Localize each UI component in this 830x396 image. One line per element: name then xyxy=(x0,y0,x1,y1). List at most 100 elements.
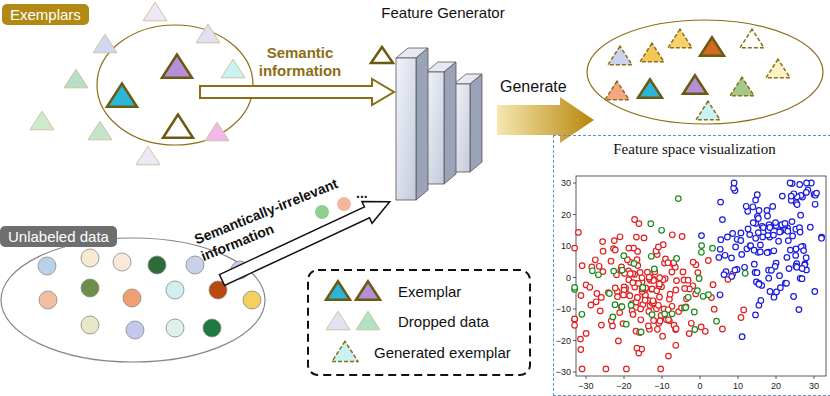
scatter-point xyxy=(766,275,772,281)
scatter-point xyxy=(747,232,753,238)
axis-tick-label: 30 xyxy=(802,380,826,392)
scatter-point xyxy=(634,234,640,240)
x-tick xyxy=(624,376,625,379)
scatter-point xyxy=(742,265,748,271)
axis-tick-label: 30 xyxy=(548,177,571,189)
axis-tick-label: 0 xyxy=(688,380,712,392)
data-point xyxy=(148,256,166,274)
scatter-point xyxy=(799,266,805,272)
scatter-point xyxy=(771,294,777,300)
scatter-point xyxy=(600,239,606,245)
scatter-point xyxy=(782,221,788,227)
data-point xyxy=(81,316,99,334)
scatter-point xyxy=(812,289,818,295)
scatter-point xyxy=(785,228,791,234)
scatter-point xyxy=(583,331,589,337)
x-tick xyxy=(776,376,777,379)
scatter-point xyxy=(593,257,599,263)
scatter-point xyxy=(695,270,701,276)
scatter-point xyxy=(576,230,582,236)
scatter-point xyxy=(741,307,747,313)
triangle xyxy=(356,281,380,300)
scatter-point xyxy=(657,294,663,300)
scatter-point xyxy=(699,233,705,239)
axis-tick-label: −30 xyxy=(574,380,598,392)
scatter-point xyxy=(692,309,698,315)
scatter-point xyxy=(716,255,722,261)
scatter-point xyxy=(650,298,656,304)
scatter-point xyxy=(632,217,638,223)
scatter-point xyxy=(646,323,652,329)
scatter-point xyxy=(613,247,619,253)
scatter-point xyxy=(752,261,758,267)
triangle xyxy=(332,341,358,361)
scatter-point xyxy=(801,248,807,254)
scatter-point xyxy=(611,268,617,274)
triangle xyxy=(605,81,629,100)
scatter-point xyxy=(612,302,618,308)
scatter-point xyxy=(579,366,585,372)
scatter-point xyxy=(656,303,662,309)
scatter-point xyxy=(578,336,584,342)
scatter-point xyxy=(638,329,644,335)
scatter-point xyxy=(729,255,735,261)
scatter-point xyxy=(657,318,663,324)
scatter-point xyxy=(590,268,596,274)
scatter-point xyxy=(739,252,745,258)
scatter-point xyxy=(599,322,605,328)
scatter-point xyxy=(789,219,795,225)
triangle xyxy=(162,55,192,78)
scatter-point xyxy=(634,345,640,351)
generate-arrow xyxy=(497,97,594,143)
scatter-point xyxy=(758,298,764,304)
scatter-point xyxy=(612,285,618,291)
annotation: Semantically-irrelevant information xyxy=(192,160,384,265)
scatter-point xyxy=(626,245,632,251)
triangle xyxy=(30,111,54,130)
scatter-point xyxy=(669,311,675,317)
data-point xyxy=(38,257,56,275)
scatter-points xyxy=(572,180,825,372)
scatter-point xyxy=(794,265,800,271)
annotation: ... xyxy=(356,187,368,199)
scatter-point xyxy=(753,312,759,318)
scatter-point xyxy=(788,247,794,253)
axis-tick-label: −20 xyxy=(612,380,636,392)
scatter-point xyxy=(638,317,644,323)
triangle xyxy=(696,101,720,120)
scatter-point xyxy=(786,238,792,244)
scatter-point xyxy=(753,236,759,242)
triangle xyxy=(700,37,724,56)
generator-box: Feature Generator xyxy=(374,4,512,21)
scatter-point xyxy=(642,298,648,304)
scatter-point xyxy=(812,202,818,208)
scatter-point xyxy=(635,295,641,301)
y-tick xyxy=(573,214,576,215)
scatter-point xyxy=(756,281,762,287)
scatter-point xyxy=(756,208,762,214)
scatter-point xyxy=(621,253,627,259)
triangle-icon xyxy=(371,47,393,63)
scatter-point xyxy=(769,268,775,274)
plate-side xyxy=(444,62,456,184)
scatter-point xyxy=(652,266,658,272)
scatter-point xyxy=(624,366,630,372)
visualization-panel: Feature space visualization xyxy=(553,135,830,396)
scatter-point xyxy=(638,306,644,312)
scatter-point xyxy=(610,314,616,320)
y-tick xyxy=(573,183,576,184)
scatter-point xyxy=(617,234,623,240)
scatter-point xyxy=(699,250,705,256)
scatter-point xyxy=(787,180,793,186)
scatter-point xyxy=(608,258,614,264)
scatter-point xyxy=(669,269,675,275)
triangle xyxy=(205,122,229,141)
scatter-point xyxy=(731,180,737,186)
scatter-point xyxy=(756,216,762,222)
scatter-point xyxy=(596,264,602,270)
triangle xyxy=(326,281,350,300)
triangle xyxy=(668,29,692,48)
scatter-point xyxy=(784,255,790,261)
scatter-point xyxy=(751,247,757,253)
